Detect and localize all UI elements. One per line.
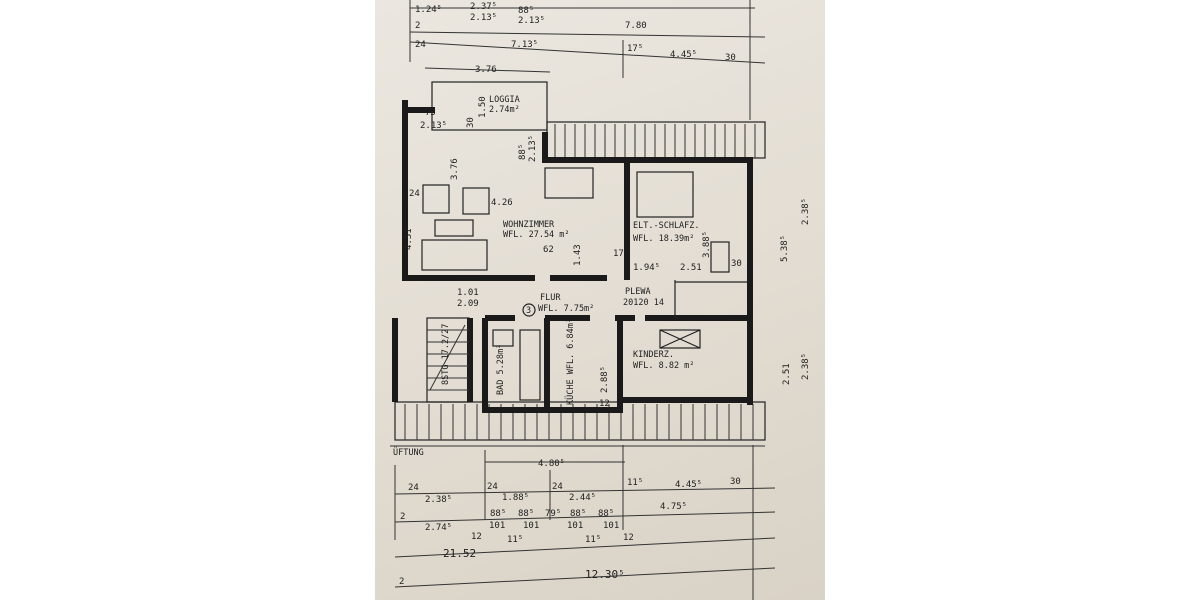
furniture xyxy=(421,167,730,403)
dim-label: 3.76 xyxy=(450,158,460,180)
dim-label: 24 xyxy=(487,482,498,492)
dim-label: 88⁵ xyxy=(518,509,534,519)
dim-label: 2.74⁵ xyxy=(425,523,452,533)
room-label-plewa: PLEWA xyxy=(625,287,651,297)
room-label-flur: FLUR xyxy=(540,293,561,303)
floor-plan-photo: 1.24⁵ 2.37⁵ 2.13⁵ 88⁵ 2.13⁵ 7.80 2 24 7.… xyxy=(375,0,825,600)
dim-label: 11⁵ xyxy=(507,535,523,545)
dim-label: 11⁵ xyxy=(627,478,643,488)
dim-label: 4.75⁵ xyxy=(660,502,687,512)
dim-label: 88⁵ xyxy=(518,6,534,16)
dim-label: 2.13⁵ xyxy=(518,16,545,26)
dim-label: 2 xyxy=(400,512,405,522)
room-area-flur: WFL. 7.75m² xyxy=(538,304,594,314)
dim-label: 2.13⁵ xyxy=(528,135,538,162)
floor-plan: 1.24⁵ 2.37⁵ 2.13⁵ 88⁵ 2.13⁵ 7.80 2 24 7.… xyxy=(390,0,811,600)
room-area-schlafzimmer: WFL. 18.39m² xyxy=(633,234,694,244)
dim-label: 7.13⁵ xyxy=(511,40,538,50)
dim-label: 17⁵ xyxy=(613,249,629,259)
room-label-kueche: KÜCHE WFL. 6.84m² xyxy=(565,318,576,405)
dim-label: 4.26 xyxy=(491,198,513,208)
dim-label: 2.51 xyxy=(782,363,792,385)
dim-label: 4.80⁵ xyxy=(538,459,565,469)
dim-label: 2.44⁵ xyxy=(569,493,596,503)
dim-label: 62 xyxy=(543,245,554,255)
dim-label: 12 xyxy=(471,532,482,542)
dim-label: 2.37⁵ xyxy=(470,2,497,12)
dim-label: 30 xyxy=(731,259,742,269)
dim-label: 17⁵ xyxy=(627,44,643,54)
ventilation-label: ÜFTUNG xyxy=(393,447,424,458)
flat-number: 3 xyxy=(526,306,531,316)
dim-label: 11⁵ xyxy=(585,535,601,545)
dim-label: 5.38⁵ xyxy=(780,235,790,262)
dim-label: 1.24⁵ xyxy=(415,5,442,15)
dim-label: 4.45⁵ xyxy=(675,480,702,490)
dim-label: 88⁵ xyxy=(570,509,586,519)
bottom-dimension-lines xyxy=(394,445,776,600)
plewa-dims: 20120 14 xyxy=(623,298,664,308)
dim-label: 24 xyxy=(552,482,563,492)
dim-label: 2 xyxy=(415,21,420,31)
dim-label: 7.80 xyxy=(625,21,647,31)
dim-label: 1.88⁵ xyxy=(502,493,529,503)
room-area-loggia: 2.74m² xyxy=(489,105,520,115)
dim-label: 2.38⁵ xyxy=(801,353,811,380)
dim-label: 24 xyxy=(415,40,426,50)
dim-label: 88⁵ xyxy=(490,509,506,519)
room-area-wohnzimmer: WFL. 27.54 m² xyxy=(503,230,570,240)
dim-label: 101 xyxy=(603,521,619,531)
dim-label: 2.38⁵ xyxy=(801,198,811,225)
top-dimension-lines xyxy=(409,0,766,120)
dim-label: 1.01 xyxy=(457,288,479,298)
loggia-outline xyxy=(431,81,548,131)
dim-label: 3.76 xyxy=(475,65,497,75)
dim-label: 2.38⁵ xyxy=(425,495,452,505)
dim-label: 24 xyxy=(409,189,420,199)
dim-label: 88⁵ xyxy=(518,144,528,160)
total-length-label: 21.52 xyxy=(443,547,476,560)
dim-label: 101 xyxy=(523,521,539,531)
dim-label: 101 xyxy=(567,521,583,531)
dim-label: 2.13⁵ xyxy=(470,13,497,23)
walls xyxy=(392,100,753,413)
room-area-kinderzimmer: WFL. 8.82 m² xyxy=(633,361,694,371)
dim-label: 30 xyxy=(725,53,736,63)
dim-label: 3.88⁵ xyxy=(702,231,712,258)
total-length-label-2: 12.30⁵ xyxy=(585,568,625,581)
balcony-bottom xyxy=(394,401,766,441)
balcony-top xyxy=(546,121,766,159)
dim-label: 2.09 xyxy=(457,299,479,309)
dim-label: 4.51 xyxy=(404,228,414,250)
dim-label: 12 xyxy=(599,399,610,409)
dim-label: 1.50 xyxy=(478,96,488,118)
stairs-label: 8STG 17.2/27 xyxy=(441,324,451,385)
dim-label: 30 xyxy=(730,477,741,487)
dim-label: 2 xyxy=(399,577,404,587)
dim-label: 101 xyxy=(489,521,505,531)
room-label-bad: BAD 5.28m² xyxy=(496,344,506,395)
room-label-kinderzimmer: KINDERZ. xyxy=(633,350,674,360)
dim-label: 88⁵ xyxy=(598,509,614,519)
dim-label: 2.88⁵ xyxy=(600,366,610,393)
dim-label: 12 xyxy=(623,533,634,543)
room-label-loggia: LOGGIA xyxy=(489,95,520,105)
room-label-schlafzimmer: ELT.-SCHLAFZ. xyxy=(633,221,700,231)
dim-label: 79⁵ xyxy=(545,509,561,519)
dim-label: 1.94⁵ xyxy=(633,263,660,273)
dim-label: 1.43 xyxy=(573,244,583,266)
room-label-wohnzimmer: WOHNZIMMER xyxy=(503,220,555,230)
dim-label: 4.45⁵ xyxy=(670,50,697,60)
dim-label: 30 xyxy=(466,117,476,128)
dim-label: 24 xyxy=(408,483,419,493)
flat-number-circle xyxy=(522,303,536,317)
dim-label: 2.51 xyxy=(680,263,702,273)
dim-label: 2.13⁵ xyxy=(420,121,447,131)
